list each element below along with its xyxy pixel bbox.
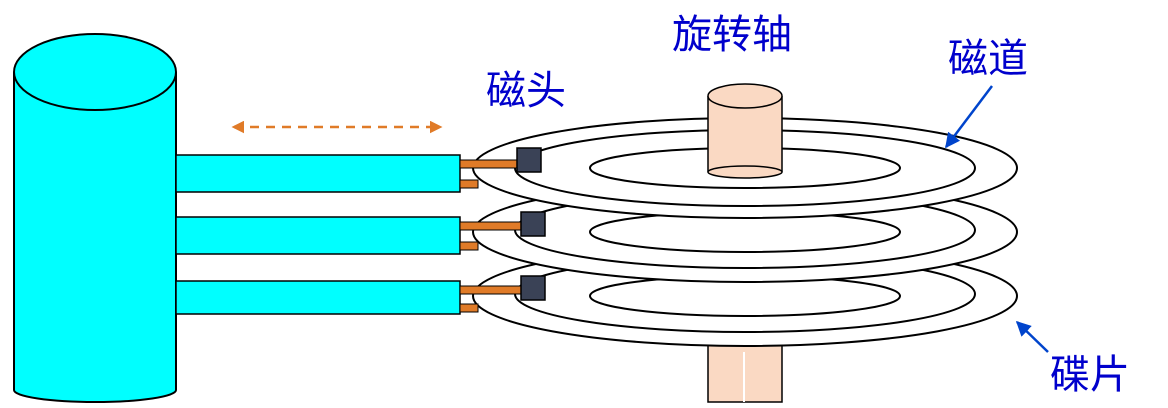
platter-pointer-arrow bbox=[1015, 320, 1049, 353]
head-block-2 bbox=[520, 211, 546, 237]
spindle-top bbox=[707, 83, 783, 179]
arm-1 bbox=[175, 147, 542, 193]
label-track: 磁道 bbox=[948, 36, 1028, 82]
label-spindle: 旋转轴 bbox=[672, 12, 792, 58]
label-platter: 碟片 bbox=[1050, 352, 1130, 398]
arm-3 bbox=[175, 275, 546, 315]
track-pointer-arrow bbox=[945, 85, 993, 149]
arm-2 bbox=[175, 211, 546, 255]
actuator-cylinder bbox=[13, 33, 177, 403]
head-block-1 bbox=[516, 147, 542, 173]
label-head: 磁头 bbox=[486, 68, 566, 114]
head-block-3 bbox=[520, 275, 546, 301]
